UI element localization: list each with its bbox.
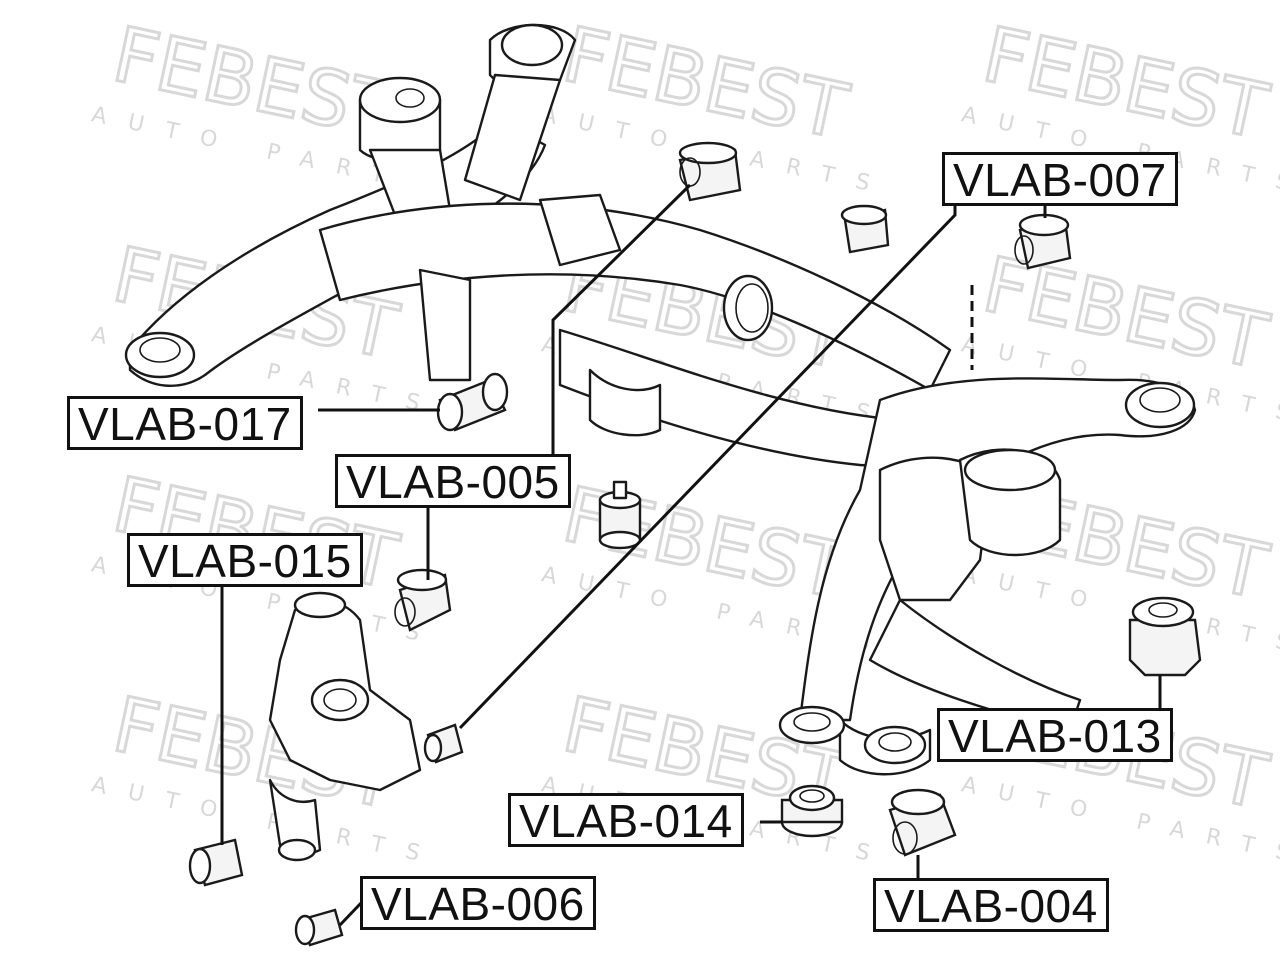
part-label-vlab-014[interactable]: VLAB-014 (508, 793, 744, 847)
left-rear-arm-eye (124, 331, 196, 379)
bushing-vlab-007-lower (423, 723, 464, 764)
bushing-vlab-014 (780, 784, 844, 838)
bushing-middle (840, 204, 890, 254)
right-rear-arm-eye (1124, 381, 1196, 429)
leader-lines (220, 183, 1162, 927)
part-label-vlab-013[interactable]: VLAB-013 (937, 708, 1173, 762)
bushing-vlab-017 (436, 372, 509, 432)
bushing-vlab-005-top (678, 141, 742, 202)
bushing-vlab-006 (294, 908, 344, 947)
bushing-vlab-004 (888, 788, 957, 857)
part-label-vlab-007[interactable]: VLAB-007 (942, 152, 1178, 206)
part-label-vlab-005[interactable]: VLAB-005 (335, 454, 571, 508)
bushing-vlab-015 (188, 838, 244, 887)
leader-vlab-007 (458, 205, 957, 730)
part-label-vlab-004[interactable]: VLAB-004 (873, 878, 1109, 932)
part-label-vlab-015[interactable]: VLAB-015 (127, 533, 363, 587)
bushing-vlab-005-lower (394, 568, 452, 632)
bushing-vlab-013 (1128, 596, 1202, 677)
part-label-vlab-006[interactable]: VLAB-006 (360, 876, 596, 930)
part-label-vlab-017[interactable]: VLAB-017 (67, 396, 303, 450)
cup-seal (722, 274, 774, 342)
bushing-cylinder-center (598, 480, 642, 550)
bushing-vlab-007 (1014, 213, 1072, 270)
leader-vlab-005 (551, 183, 692, 455)
leader-vlab-006 (338, 900, 364, 927)
subframe-illustration (124, 23, 1197, 862)
